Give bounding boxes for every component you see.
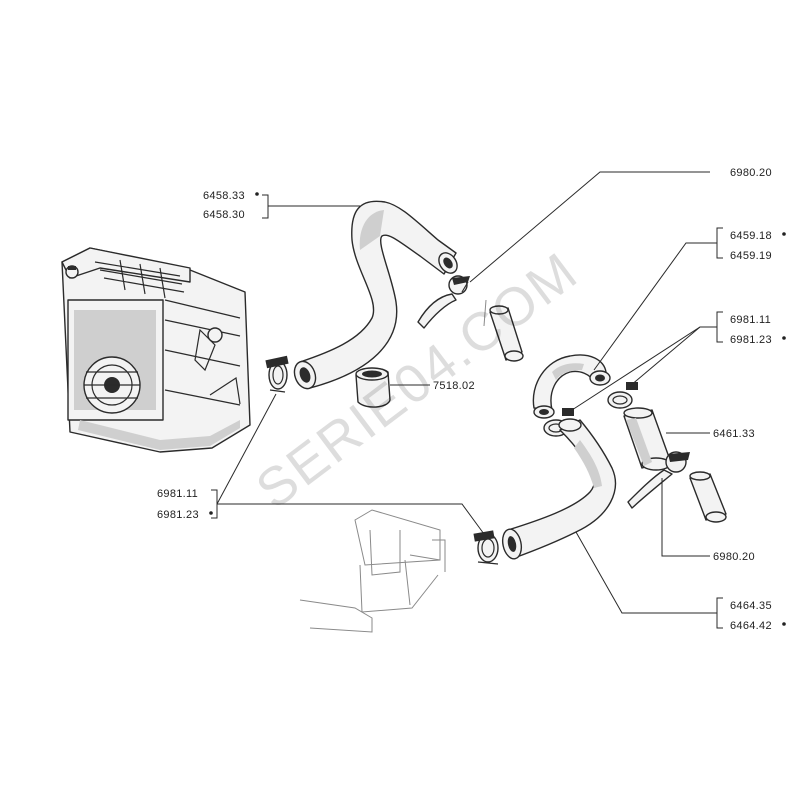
elbow-hose xyxy=(532,354,611,419)
label-clip-bottom: 6980.20 xyxy=(713,551,755,563)
callout-elbow: 6459.18 6459.19 xyxy=(730,230,786,262)
label-elbow-a: 6459.18 xyxy=(730,230,772,242)
pipe-bottom xyxy=(689,471,727,523)
callout-hose-upper: 6458.33 6458.30 xyxy=(203,190,259,221)
label-clamp-right-a: 6981.11 xyxy=(730,314,771,326)
heater-unit xyxy=(61,247,251,453)
label-clip-top: 6980.20 xyxy=(730,167,772,179)
pipe-top xyxy=(483,299,524,362)
clamp-elbow-upper xyxy=(607,382,638,409)
bullet-dot xyxy=(782,622,786,626)
label-hose-upper-a: 6458.33 xyxy=(203,190,245,202)
clamp-lower-hose xyxy=(473,530,499,565)
clamp-left-heater xyxy=(265,355,289,393)
callout-hose-lower: 6464.35 6464.42 xyxy=(730,600,786,632)
callout-clip-bottom: 6980.20 xyxy=(713,551,755,563)
callout-straight-hose: 6461.33 xyxy=(713,428,755,440)
label-hose-lower-a: 6464.35 xyxy=(730,600,772,612)
bullet-dot xyxy=(255,192,259,196)
bullet-dot xyxy=(209,511,213,515)
label-straight-hose: 6461.33 xyxy=(713,428,755,440)
label-clamp-right-b: 6981.23 xyxy=(730,334,772,346)
straight-hose xyxy=(623,407,671,471)
grommet xyxy=(355,367,391,408)
label-hose-lower-b: 6464.42 xyxy=(730,620,772,632)
label-clamp-left-a: 6981.11 xyxy=(157,488,198,500)
lower-heater-hose xyxy=(501,418,617,560)
callout-clamp-left: 6981.11 6981.23 xyxy=(157,488,213,521)
leader-lines xyxy=(211,171,723,629)
bullet-dot xyxy=(782,232,786,236)
label-hose-upper-b: 6458.30 xyxy=(203,209,245,221)
clip-bottom xyxy=(627,451,690,509)
bullet-dot xyxy=(782,336,786,340)
label-clamp-left-b: 6981.23 xyxy=(157,509,199,521)
label-grommet: 7518.02 xyxy=(433,380,475,392)
firewall-outline xyxy=(299,509,446,633)
callout-clip-top: 6980.20 xyxy=(730,167,772,179)
upper-heater-hose xyxy=(293,200,458,390)
callout-grommet: 7518.02 xyxy=(433,380,475,392)
clip-top xyxy=(417,275,470,329)
label-elbow-b: 6459.19 xyxy=(730,250,772,262)
callout-clamp-right: 6981.11 6981.23 xyxy=(730,314,786,346)
